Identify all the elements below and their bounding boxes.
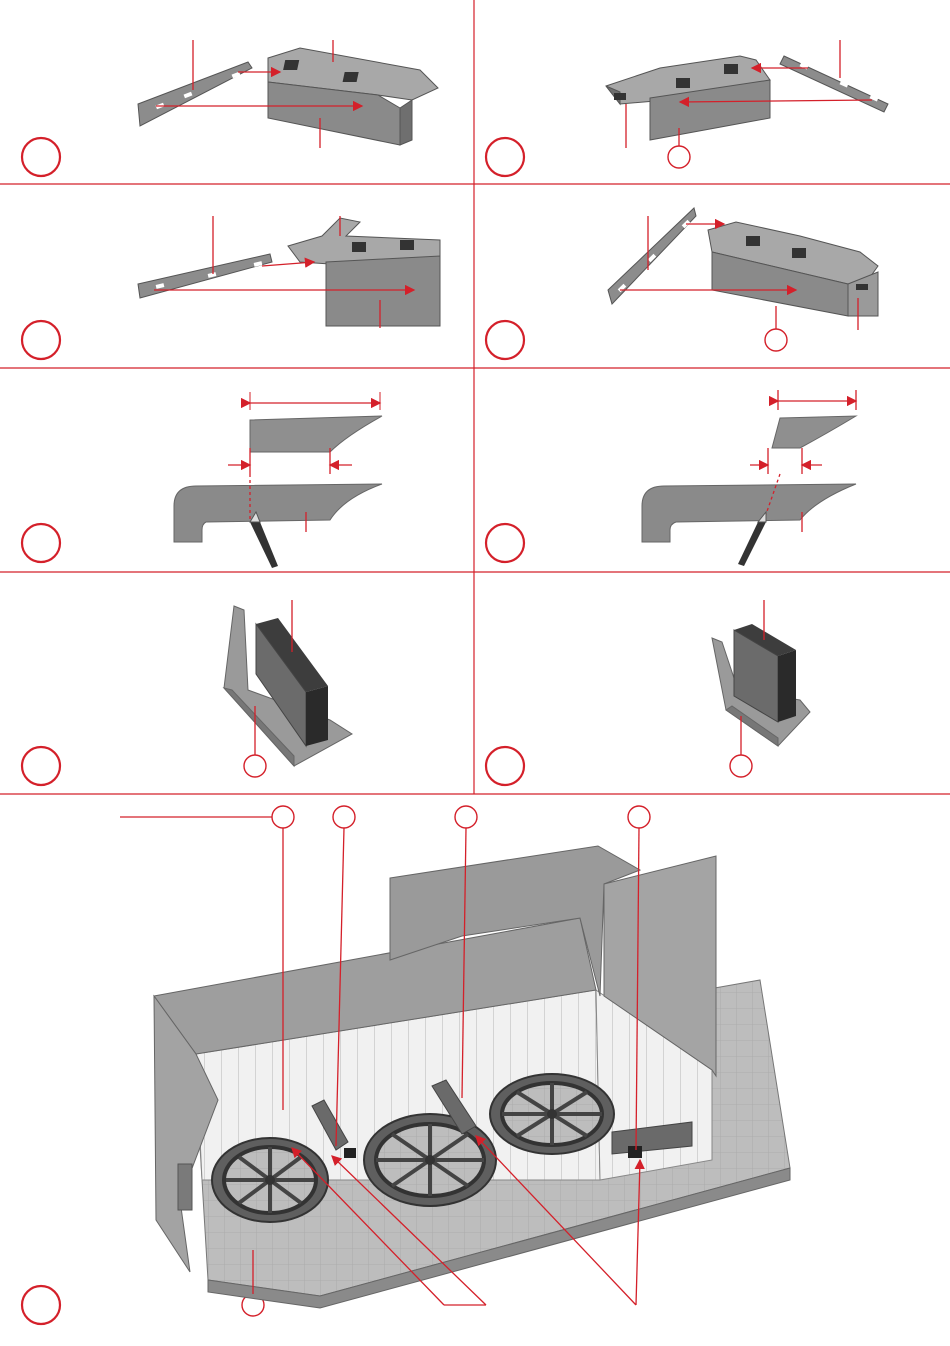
- step-2-panel: [486, 40, 888, 176]
- step-1-panel: [22, 40, 438, 176]
- chimney-block-part: [708, 222, 878, 316]
- building-model: [154, 846, 790, 1308]
- step-8-panel: [486, 600, 810, 785]
- step-4-badge: [486, 321, 524, 359]
- step-5-badge: [22, 524, 60, 562]
- step-6-badge: [486, 524, 524, 562]
- step-4-part-callout: [765, 329, 787, 351]
- step-1-badge: [22, 138, 60, 176]
- trimmed-piece: [250, 416, 382, 452]
- full-length-piece: [174, 484, 382, 542]
- step-8-part-callout: [730, 755, 752, 777]
- step-7-badge: [22, 747, 60, 785]
- step-4-panel: [486, 208, 878, 359]
- side-strip-part: [780, 56, 888, 112]
- step-5-panel: [22, 392, 382, 568]
- winding-wheel-middle: [364, 1114, 496, 1206]
- step-2-part-callout: [668, 146, 690, 168]
- winding-wheel-right: [490, 1074, 614, 1154]
- trimmed-piece: [772, 416, 856, 448]
- side-strip-part: [138, 254, 272, 298]
- step-8-badge: [486, 747, 524, 785]
- callout-circle-d: [628, 806, 650, 828]
- full-length-piece: [642, 484, 856, 542]
- callout-circle-b: [333, 806, 355, 828]
- final-assembly-panel: [22, 806, 790, 1324]
- step-7-part-callout: [244, 755, 266, 777]
- step-7-panel: [22, 600, 352, 785]
- step-9-badge: [22, 1286, 60, 1324]
- step-3-panel: [22, 216, 440, 359]
- winding-wheel-left: [212, 1138, 328, 1222]
- callout-circle-c: [455, 806, 477, 828]
- step-2-badge: [486, 138, 524, 176]
- chimney-block-part: [268, 48, 438, 145]
- side-strip-part: [138, 62, 252, 126]
- step-3-badge: [22, 321, 60, 359]
- chimney-block-part: [606, 56, 770, 140]
- step-6-panel: [486, 390, 856, 566]
- chimney-block-part: [288, 218, 440, 326]
- callout-circle-a: [272, 806, 294, 828]
